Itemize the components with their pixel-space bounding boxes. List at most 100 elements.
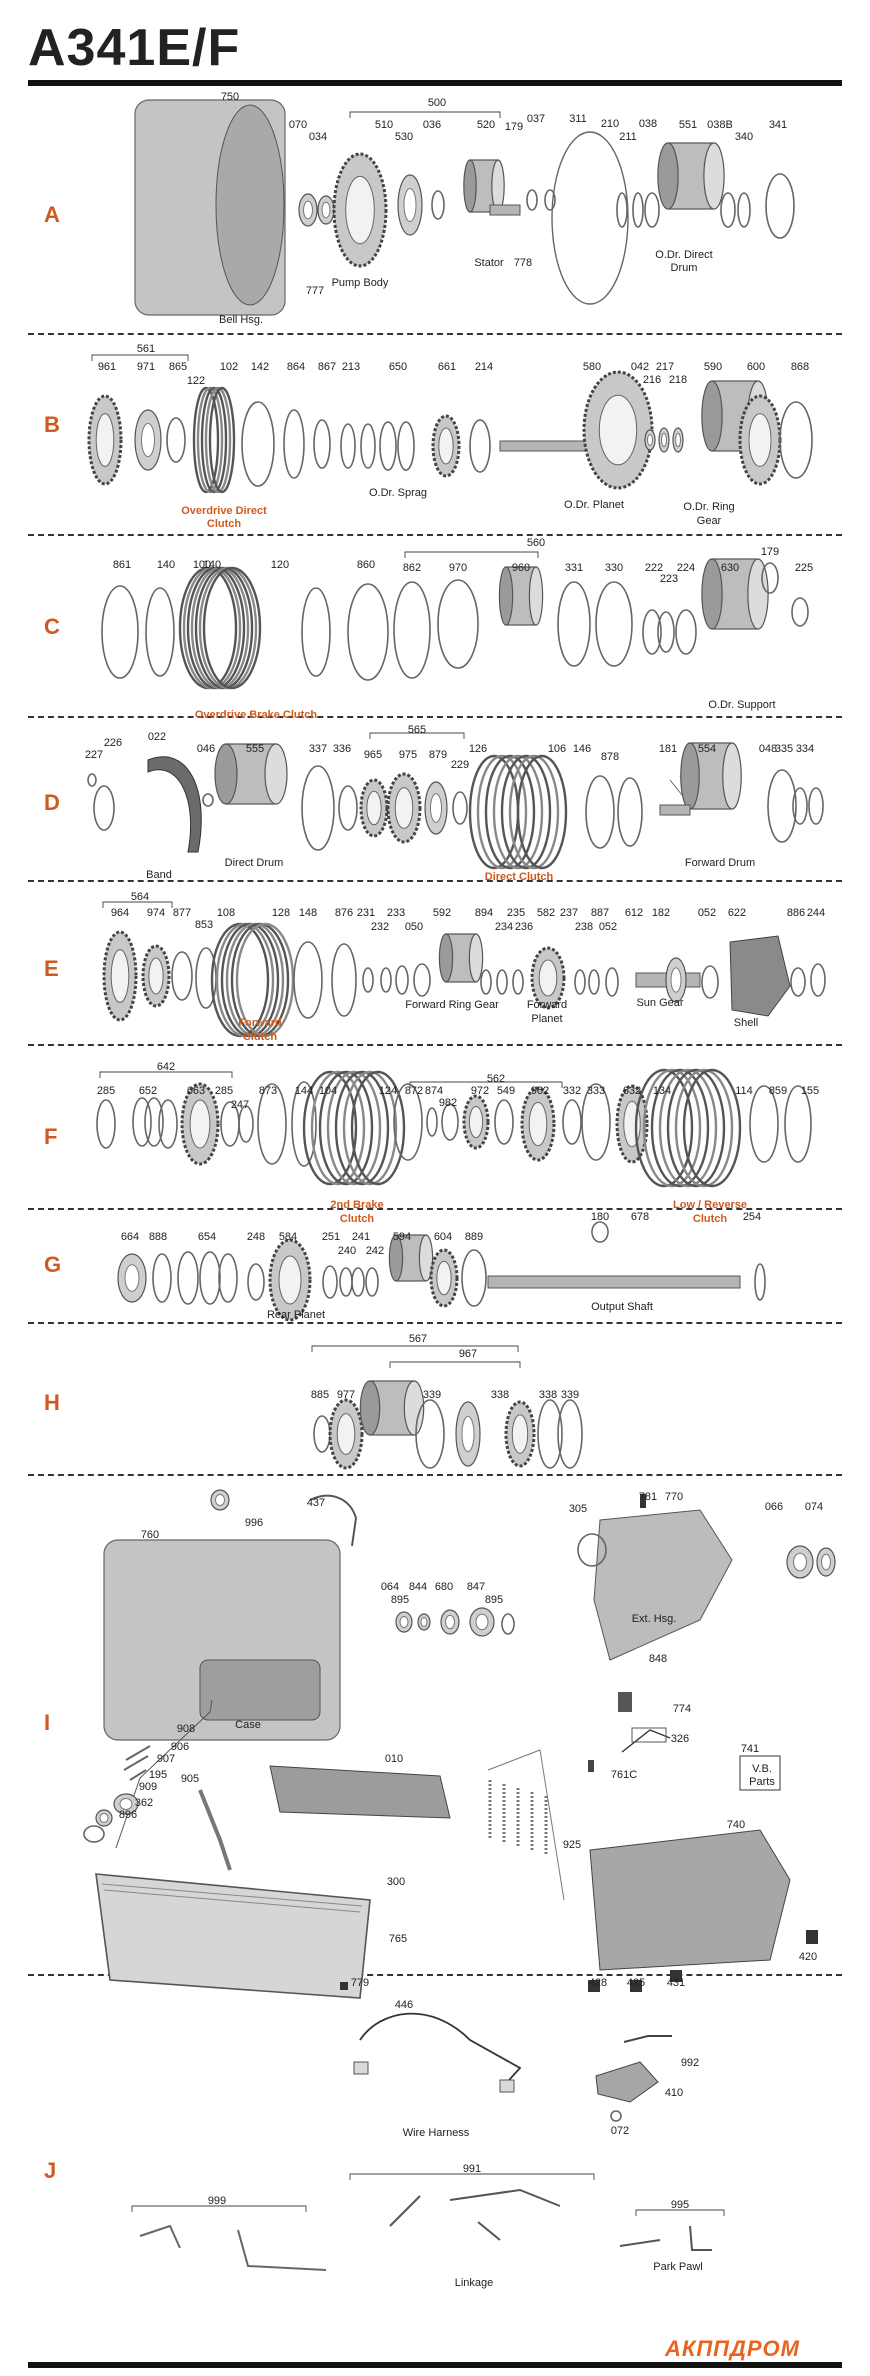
part-number: 500 (428, 97, 446, 109)
clutch-plate (200, 386, 228, 494)
clutch-plate (196, 386, 224, 494)
section-letter-d: D (44, 790, 60, 815)
ring-part (152, 1253, 172, 1303)
ring-part (494, 1099, 514, 1145)
ring-part (765, 173, 795, 239)
ring-part (351, 1267, 365, 1297)
part-number: 565 (408, 724, 426, 736)
part-number: 232 (371, 921, 389, 933)
ring-part (331, 943, 357, 1017)
drum-face (491, 159, 505, 213)
section-letter-i: I (44, 1710, 51, 1735)
part-number: 551 (679, 119, 697, 131)
washer-hole (303, 200, 313, 220)
ring-part (461, 1249, 487, 1307)
shell-part (729, 935, 791, 1017)
part-number: 425 (627, 1977, 645, 1989)
part-label: Band (146, 869, 172, 881)
ring-part (496, 969, 508, 995)
ring-part (767, 769, 797, 843)
section-divider (28, 1322, 842, 1324)
section-divider (28, 716, 842, 718)
group-bracket (369, 732, 465, 739)
ring-part (501, 1613, 515, 1635)
ring-part (177, 1251, 199, 1305)
drum-back (438, 933, 454, 983)
part-number: 972 (471, 1085, 489, 1097)
solenoid-part (806, 1930, 818, 1944)
ring-part (441, 1103, 459, 1141)
washer-hole (141, 423, 155, 457)
part-number: 037 (527, 113, 545, 125)
extension-housing (593, 1509, 733, 1661)
part-number: 604 (434, 1231, 452, 1243)
part-number: 876 (335, 907, 353, 919)
part-number: 332 (563, 1085, 581, 1097)
part-number: 339 (561, 1389, 579, 1401)
clutch-plate (476, 754, 528, 870)
bolt-part (588, 1760, 594, 1772)
part-number: 238 (575, 921, 593, 933)
drum-back (701, 380, 723, 452)
pan-gasket (101, 1883, 363, 1913)
ring-part (591, 1221, 609, 1243)
washer-hole (215, 1494, 225, 1506)
part-label: Shell (734, 1017, 758, 1029)
part-label: O.Dr. Ring (683, 501, 734, 513)
gasket-part (631, 1727, 667, 1743)
part-number: 420 (799, 1951, 817, 1963)
part-number: 889 (465, 1231, 483, 1243)
ring-part (588, 969, 600, 995)
ring-part (199, 1251, 221, 1305)
part-number: 584 (279, 1231, 297, 1243)
part-number: 906 (171, 1741, 189, 1753)
ring-part (791, 597, 809, 627)
ring-part (393, 581, 431, 679)
washer-hole (445, 1614, 455, 1630)
ring-part (675, 609, 697, 655)
part-number: 223 (660, 573, 678, 585)
ring-part (257, 1083, 287, 1165)
part-number: 960 (512, 562, 530, 574)
section-letter-a: A (44, 202, 60, 227)
clutch-plate (318, 1070, 374, 1186)
section-letter-g: G (44, 1252, 62, 1277)
part-number: 562 (487, 1073, 505, 1085)
part-number: 853 (195, 919, 213, 931)
part-number: 992 (681, 2057, 699, 2069)
clutch-plate (334, 1070, 390, 1186)
bell-housing-opening (215, 104, 285, 306)
ring-part (469, 419, 491, 473)
part-number: 142 (251, 361, 269, 373)
part-number: 148 (299, 907, 317, 919)
part-label: Gear (697, 515, 722, 527)
ring-part (761, 562, 779, 594)
ring-part (585, 775, 615, 849)
part-number: 155 (801, 1085, 819, 1097)
part-number: 128 (272, 907, 290, 919)
clutch-plate (192, 386, 220, 494)
part-number: 247 (231, 1099, 249, 1111)
part-label: Output Shaft (591, 1301, 653, 1313)
clutch-plate (310, 1070, 366, 1186)
part-number: 104 (319, 1085, 337, 1097)
part-number: 179 (761, 546, 779, 558)
part-number: 864 (287, 361, 305, 373)
part-number: 632 (623, 1085, 641, 1097)
part-number: 341 (769, 119, 787, 131)
part-number: 022 (148, 731, 166, 743)
section-letter-c: C (44, 614, 60, 639)
part-number: 847 (467, 1581, 485, 1593)
part-number: 974 (147, 907, 165, 919)
part-number: 216 (643, 374, 661, 386)
group-bracket (102, 901, 173, 908)
oil-pan (95, 1873, 371, 1999)
part-label: Parts (749, 1776, 775, 1788)
part-number: 612 (625, 907, 643, 919)
part-number: 925 (563, 1839, 581, 1851)
part-number: 982 (439, 1097, 457, 1109)
part-number: 181 (659, 743, 677, 755)
ring-part (413, 963, 431, 997)
part-number: 437 (307, 1497, 325, 1509)
part-number: 650 (389, 361, 407, 373)
